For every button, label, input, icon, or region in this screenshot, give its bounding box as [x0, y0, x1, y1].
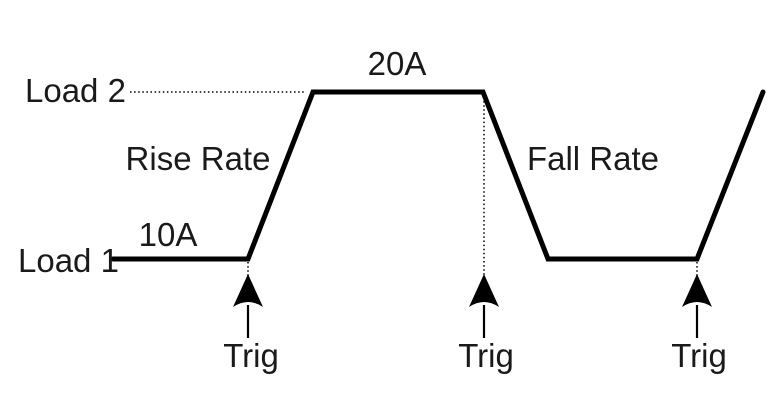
high-current-label: 20A	[368, 45, 427, 82]
load1-label: Load 1	[18, 242, 119, 279]
trig3-arrow-icon	[682, 274, 712, 307]
rise-rate-label: Rise Rate	[126, 140, 271, 177]
load-current-waveform	[110, 89, 766, 262]
low-current-label: 10A	[139, 216, 198, 253]
trig2-arrow-icon	[469, 274, 499, 307]
load2-label: Load 2	[25, 72, 126, 109]
trig1-arrow-icon	[233, 274, 263, 307]
trig3-label: Trig	[671, 337, 727, 374]
trig1-label: Trig	[223, 337, 279, 374]
trig2-label: Trig	[458, 337, 514, 374]
fall-rate-label: Fall Rate	[527, 140, 659, 177]
